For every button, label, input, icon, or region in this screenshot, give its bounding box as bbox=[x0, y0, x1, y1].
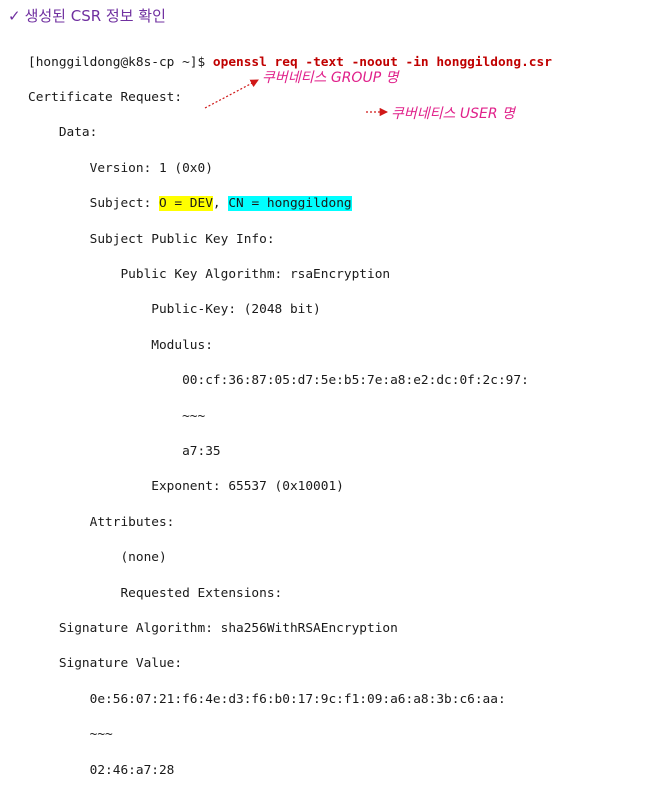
output-line: Attributes: bbox=[28, 514, 175, 530]
section-heading: ✓생성된 CSR 정보 확인 bbox=[8, 5, 166, 26]
subject-common-name-highlight: CN = honggildong bbox=[228, 196, 352, 212]
output-line: Data: bbox=[28, 125, 98, 141]
output-line: Signature Value: bbox=[28, 656, 183, 672]
output-line: ~~~ bbox=[28, 408, 206, 424]
output-line: Certificate Request: bbox=[28, 90, 183, 106]
output-line: Exponent: 65537 (0x10001) bbox=[28, 479, 344, 495]
output-line: Subject Public Key Info: bbox=[28, 231, 275, 247]
shell-prompt: [honggildong@k8s-cp ~]$ bbox=[28, 54, 213, 70]
openssl-command: openssl req -text -noout -in honggildong… bbox=[212, 54, 552, 70]
terminal-output: [honggildong@k8s-cp ~]$ openssl req -tex… bbox=[28, 36, 552, 797]
user-name-annotation: 쿠버네티스 USER 명 bbox=[391, 106, 515, 122]
group-name-annotation: 쿠버네티스 GROUP 명 bbox=[262, 70, 399, 86]
output-line: (none) bbox=[28, 550, 167, 566]
heading-text: 생성된 CSR 정보 확인 bbox=[24, 7, 166, 25]
output-line: Version: 1 (0x0) bbox=[28, 160, 213, 176]
check-icon: ✓ bbox=[8, 7, 21, 25]
output-line: Modulus: bbox=[28, 337, 213, 353]
output-line: Public Key Algorithm: rsaEncryption bbox=[28, 267, 391, 283]
output-line: Requested Extensions: bbox=[28, 585, 283, 601]
output-line: 0e:56:07:21:f6:4e:d3:f6:b0:17:9c:f1:09:a… bbox=[28, 691, 506, 707]
subject-label: Subject: bbox=[28, 196, 159, 212]
output-line: Public-Key: (2048 bit) bbox=[28, 302, 321, 318]
subject-separator: , bbox=[212, 196, 229, 212]
subject-line: Subject: O = DEV, CN = honggildong bbox=[28, 195, 552, 213]
output-line: Signature Algorithm: sha256WithRSAEncryp… bbox=[28, 620, 398, 636]
output-line: 02:46:a7:28 bbox=[28, 762, 175, 778]
output-line: a7:35 bbox=[28, 444, 221, 459]
command-line: [honggildong@k8s-cp ~]$ openssl req -tex… bbox=[28, 54, 552, 72]
output-line: 00:cf:36:87:05:d7:5e:b5:7e:a8:e2:dc:0f:2… bbox=[28, 373, 529, 389]
output-line: ~~~ bbox=[28, 727, 113, 743]
subject-organization-highlight: O = DEV bbox=[158, 196, 213, 212]
